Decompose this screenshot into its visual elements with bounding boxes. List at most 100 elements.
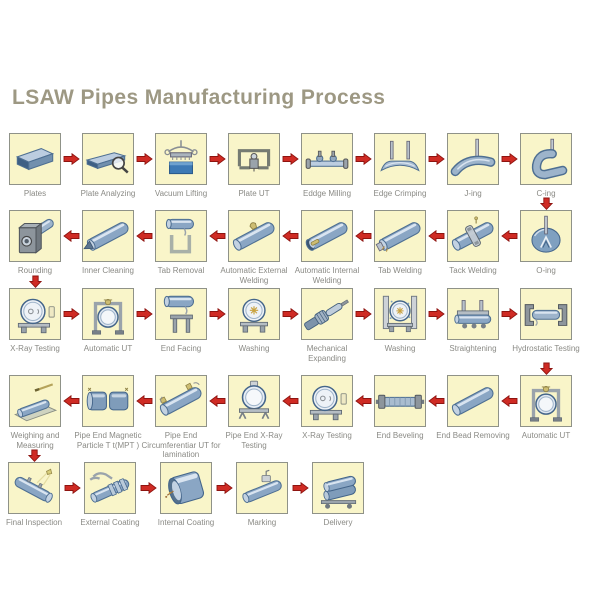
step-label: Plate Analyzing xyxy=(80,189,136,198)
step-label: Rounding xyxy=(17,266,53,275)
rounding-machine-icon xyxy=(17,218,54,254)
step-label: J-ing xyxy=(464,189,482,198)
step-label: Internal Coating xyxy=(157,518,215,527)
flow-arrow-left xyxy=(355,230,372,242)
flow-arrow-right xyxy=(63,308,80,320)
step-label: Pipe End Magnetic Particle T t(MPT ) xyxy=(74,431,142,450)
weighing-icon xyxy=(14,383,58,422)
step-weighing-and-measuring xyxy=(9,375,61,427)
step-label: Automatic UT xyxy=(521,431,571,440)
expander-icon xyxy=(304,299,349,331)
step-marking xyxy=(236,462,288,514)
flow-arrow-right xyxy=(501,153,518,165)
step-label: Mechanical Expanding xyxy=(306,344,348,363)
flow-arrow-down xyxy=(539,362,553,375)
step-rounding xyxy=(9,210,61,262)
flow-arrow-left xyxy=(209,230,226,242)
step-label: Weighing and Measuring xyxy=(10,431,60,450)
step-automatic-external-welding xyxy=(228,210,280,262)
vacuum-lifter-icon xyxy=(164,140,198,175)
tack-welding-icon xyxy=(451,216,494,251)
step-vacuum-lifting xyxy=(155,133,207,185)
step-label: End Beveling xyxy=(376,431,424,440)
flow-arrow-left xyxy=(428,230,445,242)
step-label: O-ing xyxy=(536,266,556,275)
step-label: Delivery xyxy=(323,518,353,527)
flow-arrow-left xyxy=(355,395,372,407)
step-label: End Facing xyxy=(160,344,202,353)
step-label: Washing xyxy=(384,344,416,353)
washing-frame-icon xyxy=(382,295,418,333)
flow-arrow-left xyxy=(136,230,153,242)
c-press-icon xyxy=(531,138,568,180)
xray-machine-icon xyxy=(17,298,55,334)
step-label: C-ing xyxy=(536,189,556,198)
step-x-ray-testing xyxy=(9,288,61,340)
step-label: Automatic UT xyxy=(83,344,133,353)
pipe-probes-icon xyxy=(159,382,202,416)
flow-arrow-right xyxy=(64,482,81,494)
step-edge-crimping xyxy=(374,133,426,185)
plate-magnifier-icon xyxy=(85,152,129,174)
flow-arrow-down xyxy=(27,449,41,462)
external-coating-icon xyxy=(89,472,130,503)
step-label: X-Ray Testing xyxy=(302,431,352,440)
pipe-stack-icon xyxy=(320,475,357,509)
hydro-press-icon xyxy=(524,304,568,326)
flow-arrow-right xyxy=(355,308,372,320)
step-external-coating xyxy=(84,462,136,514)
step-pipe-end-magnetic-particle-t-t-mpt xyxy=(82,375,134,427)
step-label: Tab Removal xyxy=(157,266,205,275)
flow-arrow-right xyxy=(140,482,157,494)
step-hydrostatic-testing xyxy=(520,288,572,340)
flow-arrow-right xyxy=(355,153,372,165)
step-mechanical-expanding xyxy=(301,288,353,340)
flow-arrow-right xyxy=(63,153,80,165)
xray-machine-icon xyxy=(309,385,347,421)
step-end-beveling xyxy=(374,375,426,427)
step-plate-ut xyxy=(228,133,280,185)
step-label: Inner Cleaning xyxy=(81,266,135,275)
ut-frame-icon xyxy=(237,149,271,172)
step-eddge-milling xyxy=(301,133,353,185)
step-tack-welding xyxy=(447,210,499,262)
external-welding-icon xyxy=(232,222,275,251)
pipe-plain-icon xyxy=(451,387,494,416)
end-facing-icon xyxy=(163,295,195,333)
step-inner-cleaning xyxy=(82,210,134,262)
flow-arrow-left xyxy=(282,395,299,407)
tab-removal-icon xyxy=(165,218,195,254)
step-label: Tab Welding xyxy=(378,266,422,275)
step-final-inspection xyxy=(8,462,60,514)
step-washing xyxy=(374,288,426,340)
step-x-ray-testing xyxy=(301,375,353,427)
step-washing xyxy=(228,288,280,340)
step-plates xyxy=(9,133,61,185)
step-automatic-internal-welding xyxy=(301,210,353,262)
step-tab-removal xyxy=(155,210,207,262)
flow-arrow-right xyxy=(216,482,233,494)
washing-icon xyxy=(240,298,268,333)
j-press-icon xyxy=(450,138,496,177)
step-label: Automatic Internal Welding xyxy=(294,266,360,285)
step-plate-analyzing xyxy=(82,133,134,185)
step-label: X-Ray Testing xyxy=(10,344,60,353)
two-pipes-icon xyxy=(86,387,129,411)
step-tab-welding xyxy=(374,210,426,262)
marking-icon xyxy=(242,469,282,503)
step-label: Hydrostatic Testing xyxy=(512,344,580,353)
step-o-ing xyxy=(520,210,572,262)
flow-arrow-right xyxy=(428,153,445,165)
internal-coating-icon xyxy=(165,471,205,505)
step-label: Pipe End Circumferentiar UT for laminati… xyxy=(141,431,221,460)
flow-arrow-right xyxy=(282,308,299,320)
flow-arrow-left xyxy=(501,230,518,242)
inspection-icon xyxy=(14,468,53,503)
step-label: Straightening xyxy=(449,344,497,353)
edge-milling-icon xyxy=(305,150,349,169)
flow-arrow-right xyxy=(428,308,445,320)
step-straightening xyxy=(447,288,499,340)
pipe-gantry-icon xyxy=(92,298,124,335)
step-label: End Bead Removing xyxy=(436,431,510,440)
flow-arrow-right xyxy=(136,153,153,165)
